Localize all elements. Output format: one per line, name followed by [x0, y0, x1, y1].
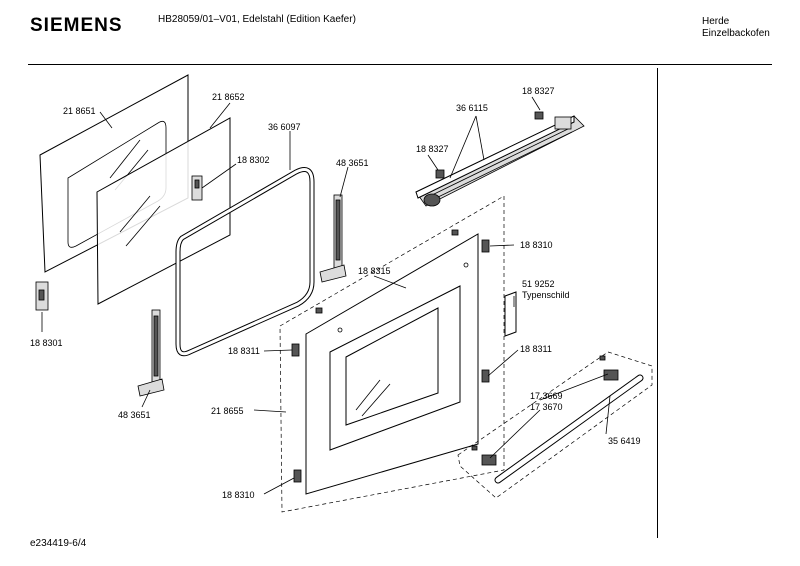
label-handle-cap-a: 17 3669	[530, 391, 563, 401]
label-clip-bottom-left: 18 8310	[222, 490, 255, 500]
doc-id: e234419-6/4	[30, 538, 87, 549]
label-seal-frame: 36 6097	[268, 122, 301, 132]
label-plate-number: 51 9252	[522, 279, 555, 289]
hinge-right	[319, 194, 347, 283]
label-hinge-right: 48 3651	[336, 158, 369, 168]
type-plate	[504, 291, 517, 337]
label-handle-cap-b: 17 3670	[530, 402, 563, 412]
category-line-2: Einzelbackofen	[702, 28, 770, 39]
label-bracket-bottom-left: 18 8301	[30, 338, 63, 348]
handle-bar-assembly	[457, 351, 653, 499]
label-plate-name: Typenschild	[522, 290, 570, 300]
assembly-outline	[279, 195, 505, 513]
label-handle-rail: 36 6115	[456, 103, 488, 113]
label-clip-mid-right: 18 8311	[520, 344, 552, 354]
label-glass-inner: 21 8652	[212, 92, 245, 102]
label-front-panel: 21 8655	[211, 406, 244, 416]
label-spacer: 18 8315	[358, 266, 391, 276]
category: Herde Einzelbackofen	[702, 16, 770, 40]
label-bracket-top: 18 8302	[237, 155, 270, 165]
label-clip-left: 18 8327	[416, 144, 449, 154]
label-clip-right-upper: 18 8310	[520, 240, 553, 250]
label-handle-bar: 35 6419	[608, 436, 641, 446]
inner-glass-pane	[96, 117, 231, 305]
bottom-left-bracket	[35, 281, 49, 311]
label-hinge-left: 48 3651	[118, 410, 151, 420]
front-panel	[305, 233, 479, 495]
seal-frame	[175, 167, 315, 357]
top-bracket	[191, 175, 203, 201]
brand-logo: SIEMENS	[30, 15, 123, 36]
leader-lines	[41, 96, 611, 495]
label-clip-top: 18 8327	[522, 86, 555, 96]
hinge-left	[137, 309, 165, 397]
model-title: HB28059/01–V01, Edelstahl (Edition Kaefe…	[158, 14, 356, 25]
side-divider	[657, 68, 658, 538]
label-glass-outer: 21 8651	[63, 106, 96, 116]
category-line-1: Herde	[702, 16, 730, 27]
header-divider	[28, 64, 772, 65]
handle-rail	[415, 111, 585, 207]
label-clip-mid-left: 18 8311	[228, 346, 260, 356]
part-labels: 21 8651 21 8652 18 8302 36 6097 48 3651 …	[30, 86, 641, 500]
